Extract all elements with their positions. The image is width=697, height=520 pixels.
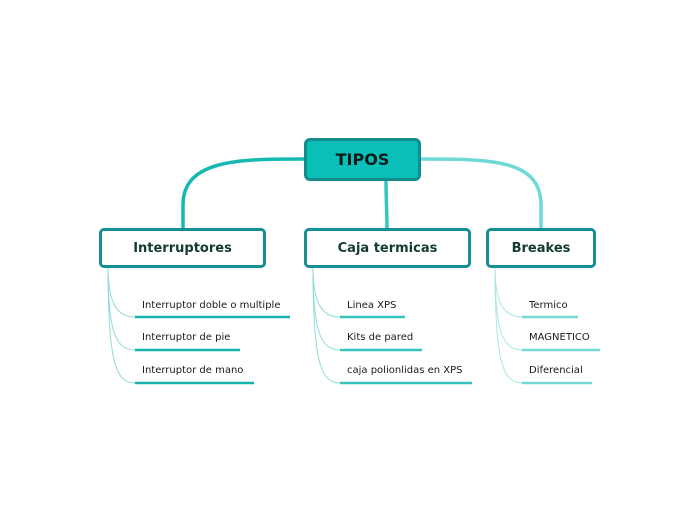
root-node-tipos[interactable]: TIPOS	[304, 138, 421, 181]
leaf-item[interactable]: Termico	[529, 300, 568, 311]
leaf-item[interactable]: caja polionlidas en XPS	[347, 365, 463, 376]
branch-node-caja-termicas[interactable]: Caja termicas	[304, 228, 471, 268]
connector-caja-item-1	[312, 265, 341, 318]
connector-interruptores-item-1	[107, 265, 136, 318]
connector-caja-item-2	[312, 265, 341, 351]
branch-node-interruptores[interactable]: Interruptores	[99, 228, 266, 268]
branch-node-label: Breakes	[511, 240, 571, 256]
connector-root-breakes	[419, 157, 543, 229]
leaf-item[interactable]: Kits de pared	[347, 332, 414, 343]
connector-caja-item-3	[312, 265, 341, 384]
connector-breakes-item-2	[494, 265, 523, 351]
branch-node-breakes[interactable]: Breakes	[486, 228, 596, 268]
connector-root-caja-termicas	[384, 179, 389, 230]
leaf-item[interactable]: Interruptor doble o multiple	[142, 300, 281, 311]
leaf-item[interactable]: MAGNETICO	[529, 332, 590, 343]
leaf-item[interactable]: Diferencial	[529, 365, 583, 376]
connector-breakes-item-3	[494, 265, 523, 384]
leaf-item[interactable]: Interruptor de pie	[142, 332, 231, 343]
root-node-label: TIPOS	[335, 150, 390, 169]
leaf-item[interactable]: Linea XPS	[347, 300, 397, 311]
connector-root-interruptores	[181, 157, 306, 229]
branch-node-label: Caja termicas	[337, 240, 438, 256]
connector-interruptores-item-2	[107, 265, 136, 351]
branch-node-label: Interruptores	[133, 240, 232, 256]
connector-interruptores-item-3	[107, 265, 136, 384]
leaf-item[interactable]: Interruptor de mano	[142, 365, 244, 376]
connector-breakes-item-1	[494, 265, 523, 318]
